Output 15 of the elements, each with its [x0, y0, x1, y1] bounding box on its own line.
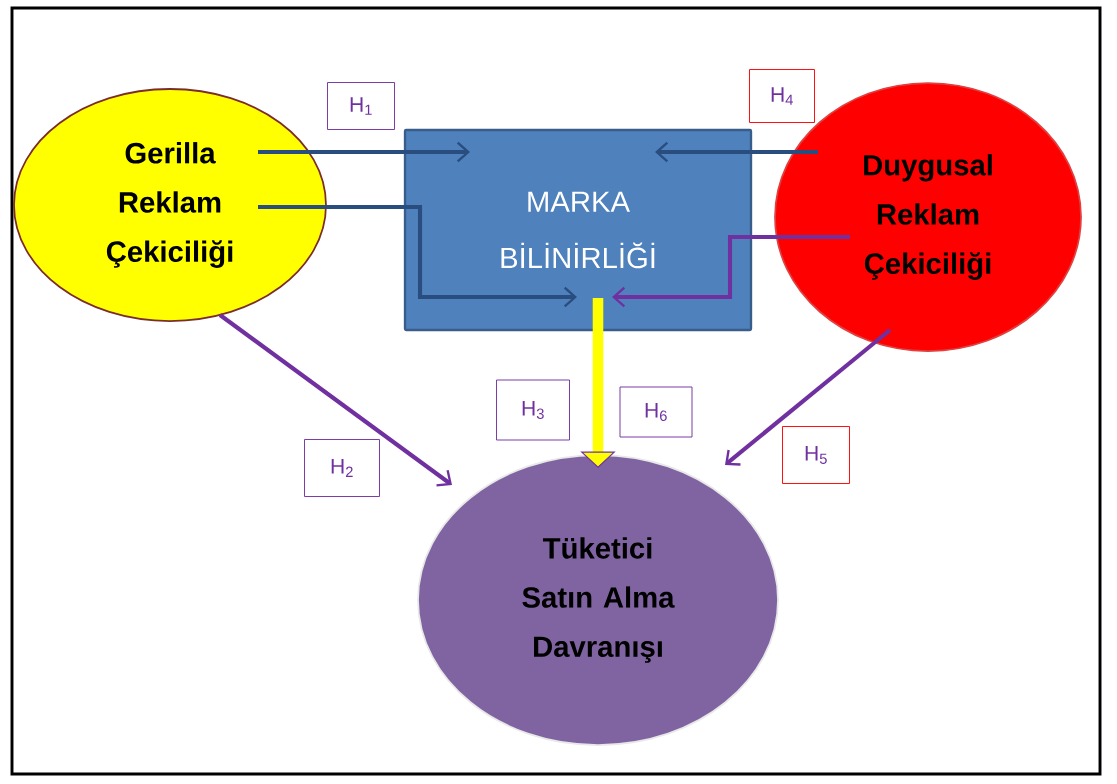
arrow: [725, 328, 892, 466]
hypothesis-label: H$_{4}$: [749, 69, 815, 123]
arrow: [258, 141, 470, 163]
ellipse-node: Tüketici Satın Alma Davranışı: [417, 454, 779, 746]
hypothesis-label: H$_{6}$: [619, 386, 693, 438]
ellipse-node: Gerilla Reklam Çekiciliği: [13, 88, 327, 322]
arrow: [655, 141, 818, 163]
hypothesis-label: H$_{1}$: [327, 82, 395, 130]
arrow: [612, 234, 850, 308]
hypothesis-label: H$_{3}$: [496, 379, 570, 441]
arrow: [258, 204, 577, 308]
arrow: [218, 313, 452, 487]
hypothesis-label: H$_{5}$: [782, 426, 850, 484]
hypothesis-label: H$_{2}$: [304, 439, 380, 497]
concept-box: MARKA BİLİNİRLİĞİ: [403, 128, 753, 332]
